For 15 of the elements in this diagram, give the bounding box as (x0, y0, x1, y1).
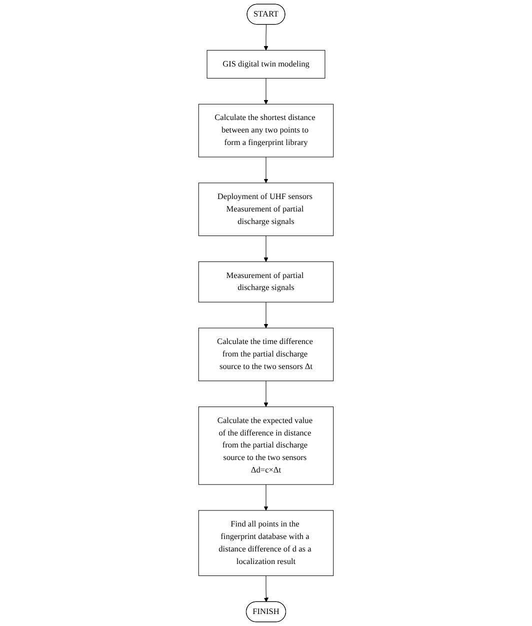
node-box: Find all points in the fingerprint database with a distance difference of d as a localization result (198, 510, 334, 576)
node-box: Calculate the time difference from the partial discharge source to the two sensors Δt (198, 328, 334, 382)
node-box: Deployment of UHF sensors Measurement of partial discharge signals (198, 182, 334, 236)
node-box: GIS digital twin modeling (206, 50, 326, 78)
arrow (264, 78, 268, 104)
node-box: Calculate the expected value of the difference in distance from the partial discharge source to the two sensors Δd=c×Δt (198, 406, 334, 485)
arrow (264, 24, 268, 50)
arrow (264, 302, 268, 328)
node-box: Calculate the shortest distance between any two points to form a fingerprint library (198, 104, 334, 158)
arrow (264, 484, 268, 511)
arrow (264, 236, 268, 262)
arrow (264, 380, 268, 407)
arrow (264, 575, 268, 602)
arrow (264, 156, 268, 184)
node-box: Measurement of partial discharge signals (198, 261, 334, 302)
